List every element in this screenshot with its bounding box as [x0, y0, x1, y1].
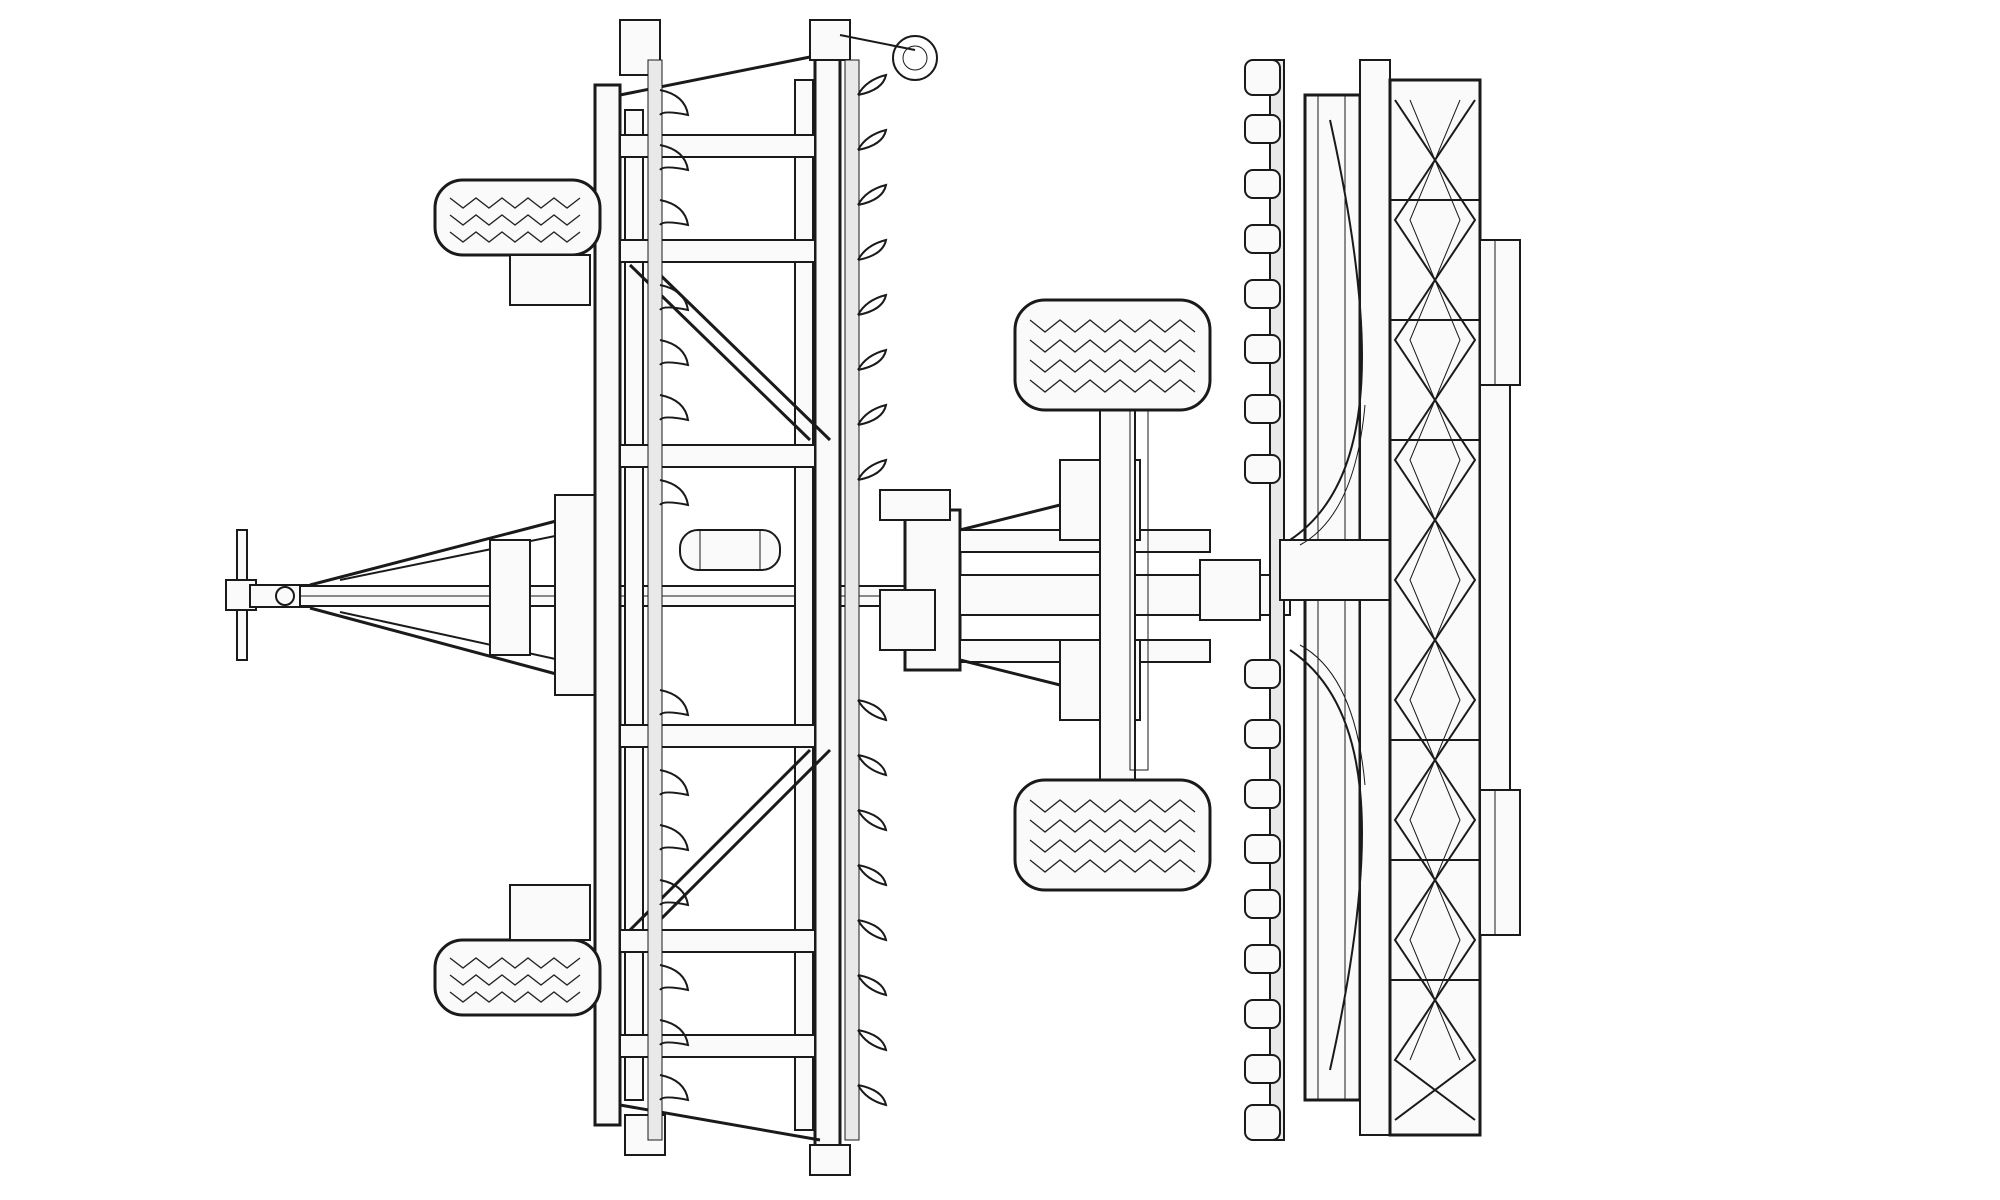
tire-tread-icon	[449, 197, 581, 243]
tire-tread-icon	[1029, 319, 1196, 393]
disc-gang-front	[647, 59, 690, 1141]
packer-roller	[1244, 59, 1285, 1141]
tire-tread-icon	[1029, 799, 1196, 873]
center-coupling	[879, 489, 962, 672]
transport-wheel-top	[1013, 298, 1212, 412]
gauge-wheel-top	[433, 178, 602, 306]
tire-tread-icon	[449, 957, 581, 1003]
side-plate-bottom	[1479, 789, 1521, 936]
hydraulic-hoses	[1289, 119, 1366, 1071]
gauge-wheel-bottom	[433, 884, 602, 1017]
hydraulic-tank	[679, 529, 781, 571]
disc-gang-rear	[844, 59, 888, 1141]
disc-harrow-frame	[593, 19, 938, 1176]
hitch-assembly	[225, 529, 311, 661]
transport-wheel-bottom	[1013, 778, 1212, 892]
roller-frame	[1279, 59, 1391, 1136]
side-plate-top	[1479, 239, 1521, 386]
cage-roller	[1388, 78, 1511, 1137]
